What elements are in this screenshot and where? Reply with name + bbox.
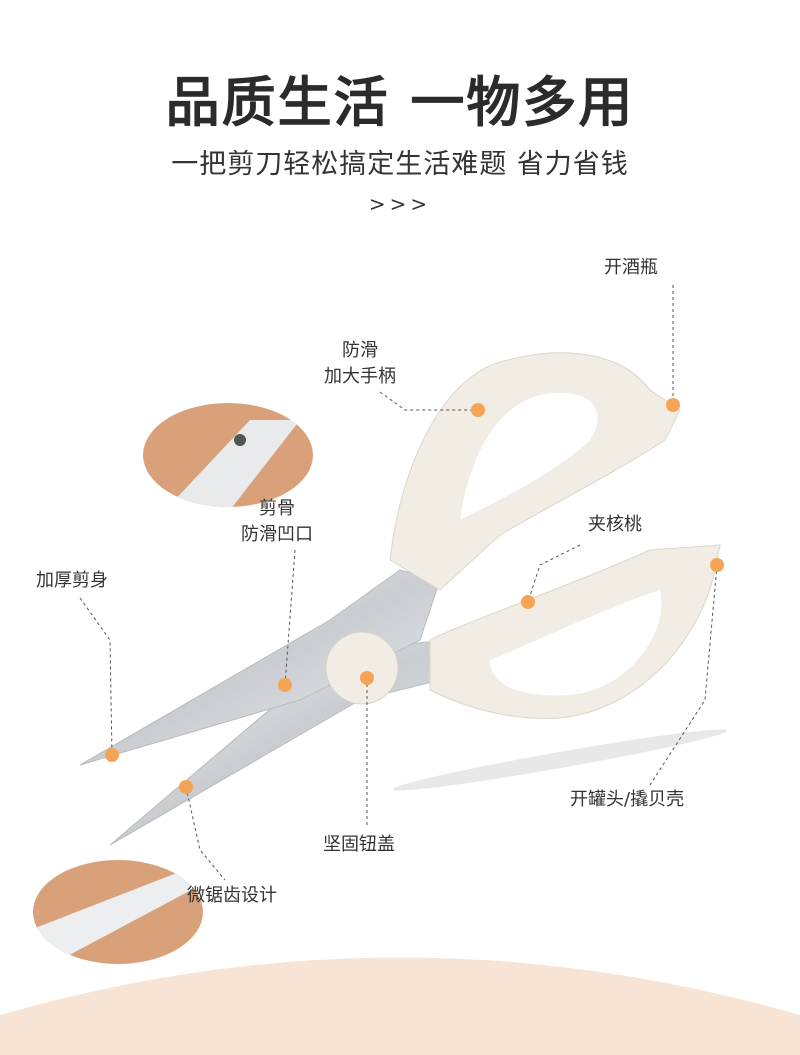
label-handle-line1: 防滑 — [342, 340, 378, 361]
detail-serrated — [33, 860, 203, 964]
leader-lines — [79, 285, 718, 881]
label-bottle-opener: 开酒瓶 — [604, 257, 658, 278]
label-handle-line2: 加大手柄 — [324, 366, 396, 387]
page-title: 品质生活 一物多用 — [165, 71, 635, 134]
label-can-opener: 开罐头/撬贝壳 — [570, 789, 685, 810]
arrows-indicator: >>> — [368, 192, 432, 216]
label-pivot-cap: 坚固钮盖 — [323, 834, 395, 855]
label-bone-line2: 防滑凹口 — [241, 524, 313, 545]
label-bone-notch: 剪骨 防滑凹口 — [241, 496, 313, 548]
label-thick-blade: 加厚剪身 — [36, 570, 108, 591]
bottom-arc — [0, 957, 800, 1055]
pivot-cap — [325, 631, 399, 705]
label-serrated: 微锯齿设计 — [187, 885, 277, 906]
detail-bone-notch — [143, 403, 313, 507]
label-bone-line1: 剪骨 — [259, 498, 295, 519]
label-walnut: 夹核桃 — [588, 514, 642, 535]
page-subtitle: 一把剪刀轻松搞定生活难题 省力省钱 — [171, 149, 629, 180]
feature-dots — [105, 398, 724, 794]
label-handle: 防滑 加大手柄 — [324, 338, 396, 390]
